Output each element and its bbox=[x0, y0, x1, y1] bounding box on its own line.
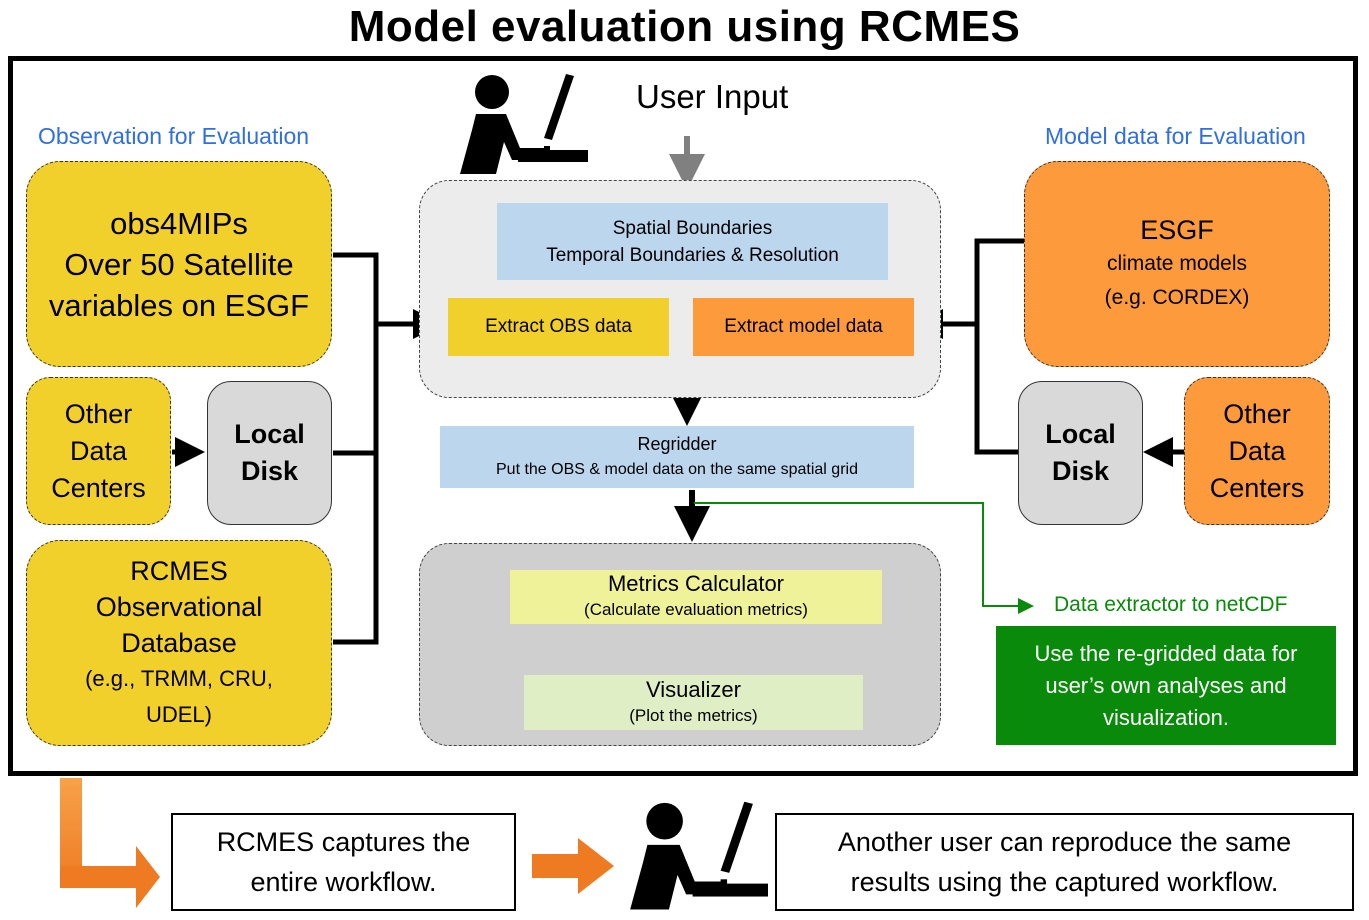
captures-workflow-box: RCMES captures the entire workflow. bbox=[171, 813, 516, 911]
visualizer-title: Visualizer bbox=[646, 676, 741, 702]
page-title: Model evaluation using RCMES bbox=[348, 2, 1021, 51]
text-line: visualization. bbox=[1103, 704, 1229, 730]
data-extractor-label: Data extractor to netCDF bbox=[1054, 593, 1288, 616]
left-local-disk-box: Local Disk bbox=[207, 381, 332, 525]
text-line: user’s own analyses and bbox=[1045, 672, 1287, 698]
text-line: climate models bbox=[1106, 252, 1248, 275]
reproduce-workflow-box: Another user can reproduce the same resu… bbox=[775, 813, 1354, 911]
captures-to-user-arrow bbox=[532, 838, 614, 894]
obs4mips-line: variables on ESGF bbox=[48, 287, 310, 323]
visualizer-box: Visualizer (Plot the metrics) bbox=[524, 675, 863, 730]
text-line: Local bbox=[1045, 419, 1116, 449]
text-line: Temporal Boundaries & Resolution bbox=[546, 244, 839, 266]
text-line: Local bbox=[234, 419, 305, 449]
text-line: Observational bbox=[95, 592, 263, 622]
obs4mips-line: Over 50 Satellite bbox=[64, 246, 294, 282]
metrics-desc: (Calculate evaluation metrics) bbox=[584, 600, 808, 619]
text-line: Data bbox=[1228, 435, 1286, 466]
text-line: Data bbox=[69, 435, 128, 466]
metrics-title: Metrics Calculator bbox=[607, 571, 785, 596]
right-local-disk-box: Local Disk bbox=[1018, 381, 1143, 525]
person-at-computer-icon bbox=[628, 796, 768, 912]
obs4mips-box: obs4MIPs Over 50 Satellite variables on … bbox=[26, 161, 332, 367]
text-line: Disk bbox=[240, 456, 299, 486]
metrics-calculator-box: Metrics Calculator (Calculate evaluation… bbox=[510, 570, 882, 624]
left-other-data-centers-box: Other Data Centers bbox=[26, 377, 171, 525]
text-line: Use the re-gridded data for bbox=[1034, 640, 1298, 666]
esgf-title: ESGF bbox=[1140, 215, 1214, 245]
text-line: Centers bbox=[1209, 472, 1305, 503]
text-line: RCMES captures the bbox=[216, 827, 471, 857]
text-line: Centers bbox=[51, 472, 146, 503]
right-other-data-centers-box: Other Data Centers bbox=[1184, 377, 1330, 525]
extract-obs-box: Extract OBS data bbox=[448, 298, 669, 356]
text-line: (e.g., TRMM, CRU, bbox=[85, 666, 273, 691]
regridder-desc: Put the OBS & model data on the same spa… bbox=[496, 461, 858, 478]
text-line: Spatial Boundaries bbox=[612, 217, 773, 239]
text-line: Another user can reproduce the same bbox=[837, 827, 1292, 857]
text-line: Other bbox=[1223, 398, 1291, 429]
rcmes-database-box: RCMES Observational Database (e.g., TRMM… bbox=[26, 540, 332, 746]
obs4mips-title: obs4MIPs bbox=[110, 205, 248, 241]
user-input-label: User Input bbox=[636, 78, 789, 115]
text-line: entire workflow. bbox=[250, 867, 437, 897]
model-section-label: Model data for Evaluation bbox=[1045, 123, 1306, 149]
text-line: UDEL) bbox=[145, 702, 212, 727]
workflow-frame bbox=[8, 56, 1358, 776]
visualizer-desc: (Plot the metrics) bbox=[629, 705, 758, 725]
regridder-box: Regridder Put the OBS & model data on th… bbox=[440, 426, 914, 488]
regridder-title: Regridder bbox=[637, 434, 717, 454]
text-line: results using the captured workflow. bbox=[850, 867, 1279, 897]
esgf-box: ESGF climate models (e.g. CORDEX) bbox=[1024, 161, 1330, 367]
text-line: Disk bbox=[1051, 456, 1110, 486]
workflow-capture-arrow bbox=[60, 778, 160, 908]
boundaries-box: Spatial Boundaries Temporal Boundaries &… bbox=[497, 203, 888, 280]
text-line: (e.g. CORDEX) bbox=[1104, 286, 1250, 309]
extract-model-box: Extract model data bbox=[693, 298, 914, 356]
person-at-computer-icon bbox=[458, 70, 588, 175]
text-line: RCMES bbox=[130, 556, 228, 586]
observation-section-label: Observation for Evaluation bbox=[38, 123, 310, 149]
text-line: Database bbox=[121, 628, 237, 658]
text-line: Other bbox=[64, 398, 133, 429]
regridded-data-usage-box: Use the re-gridded data for user’s own a… bbox=[996, 626, 1336, 745]
